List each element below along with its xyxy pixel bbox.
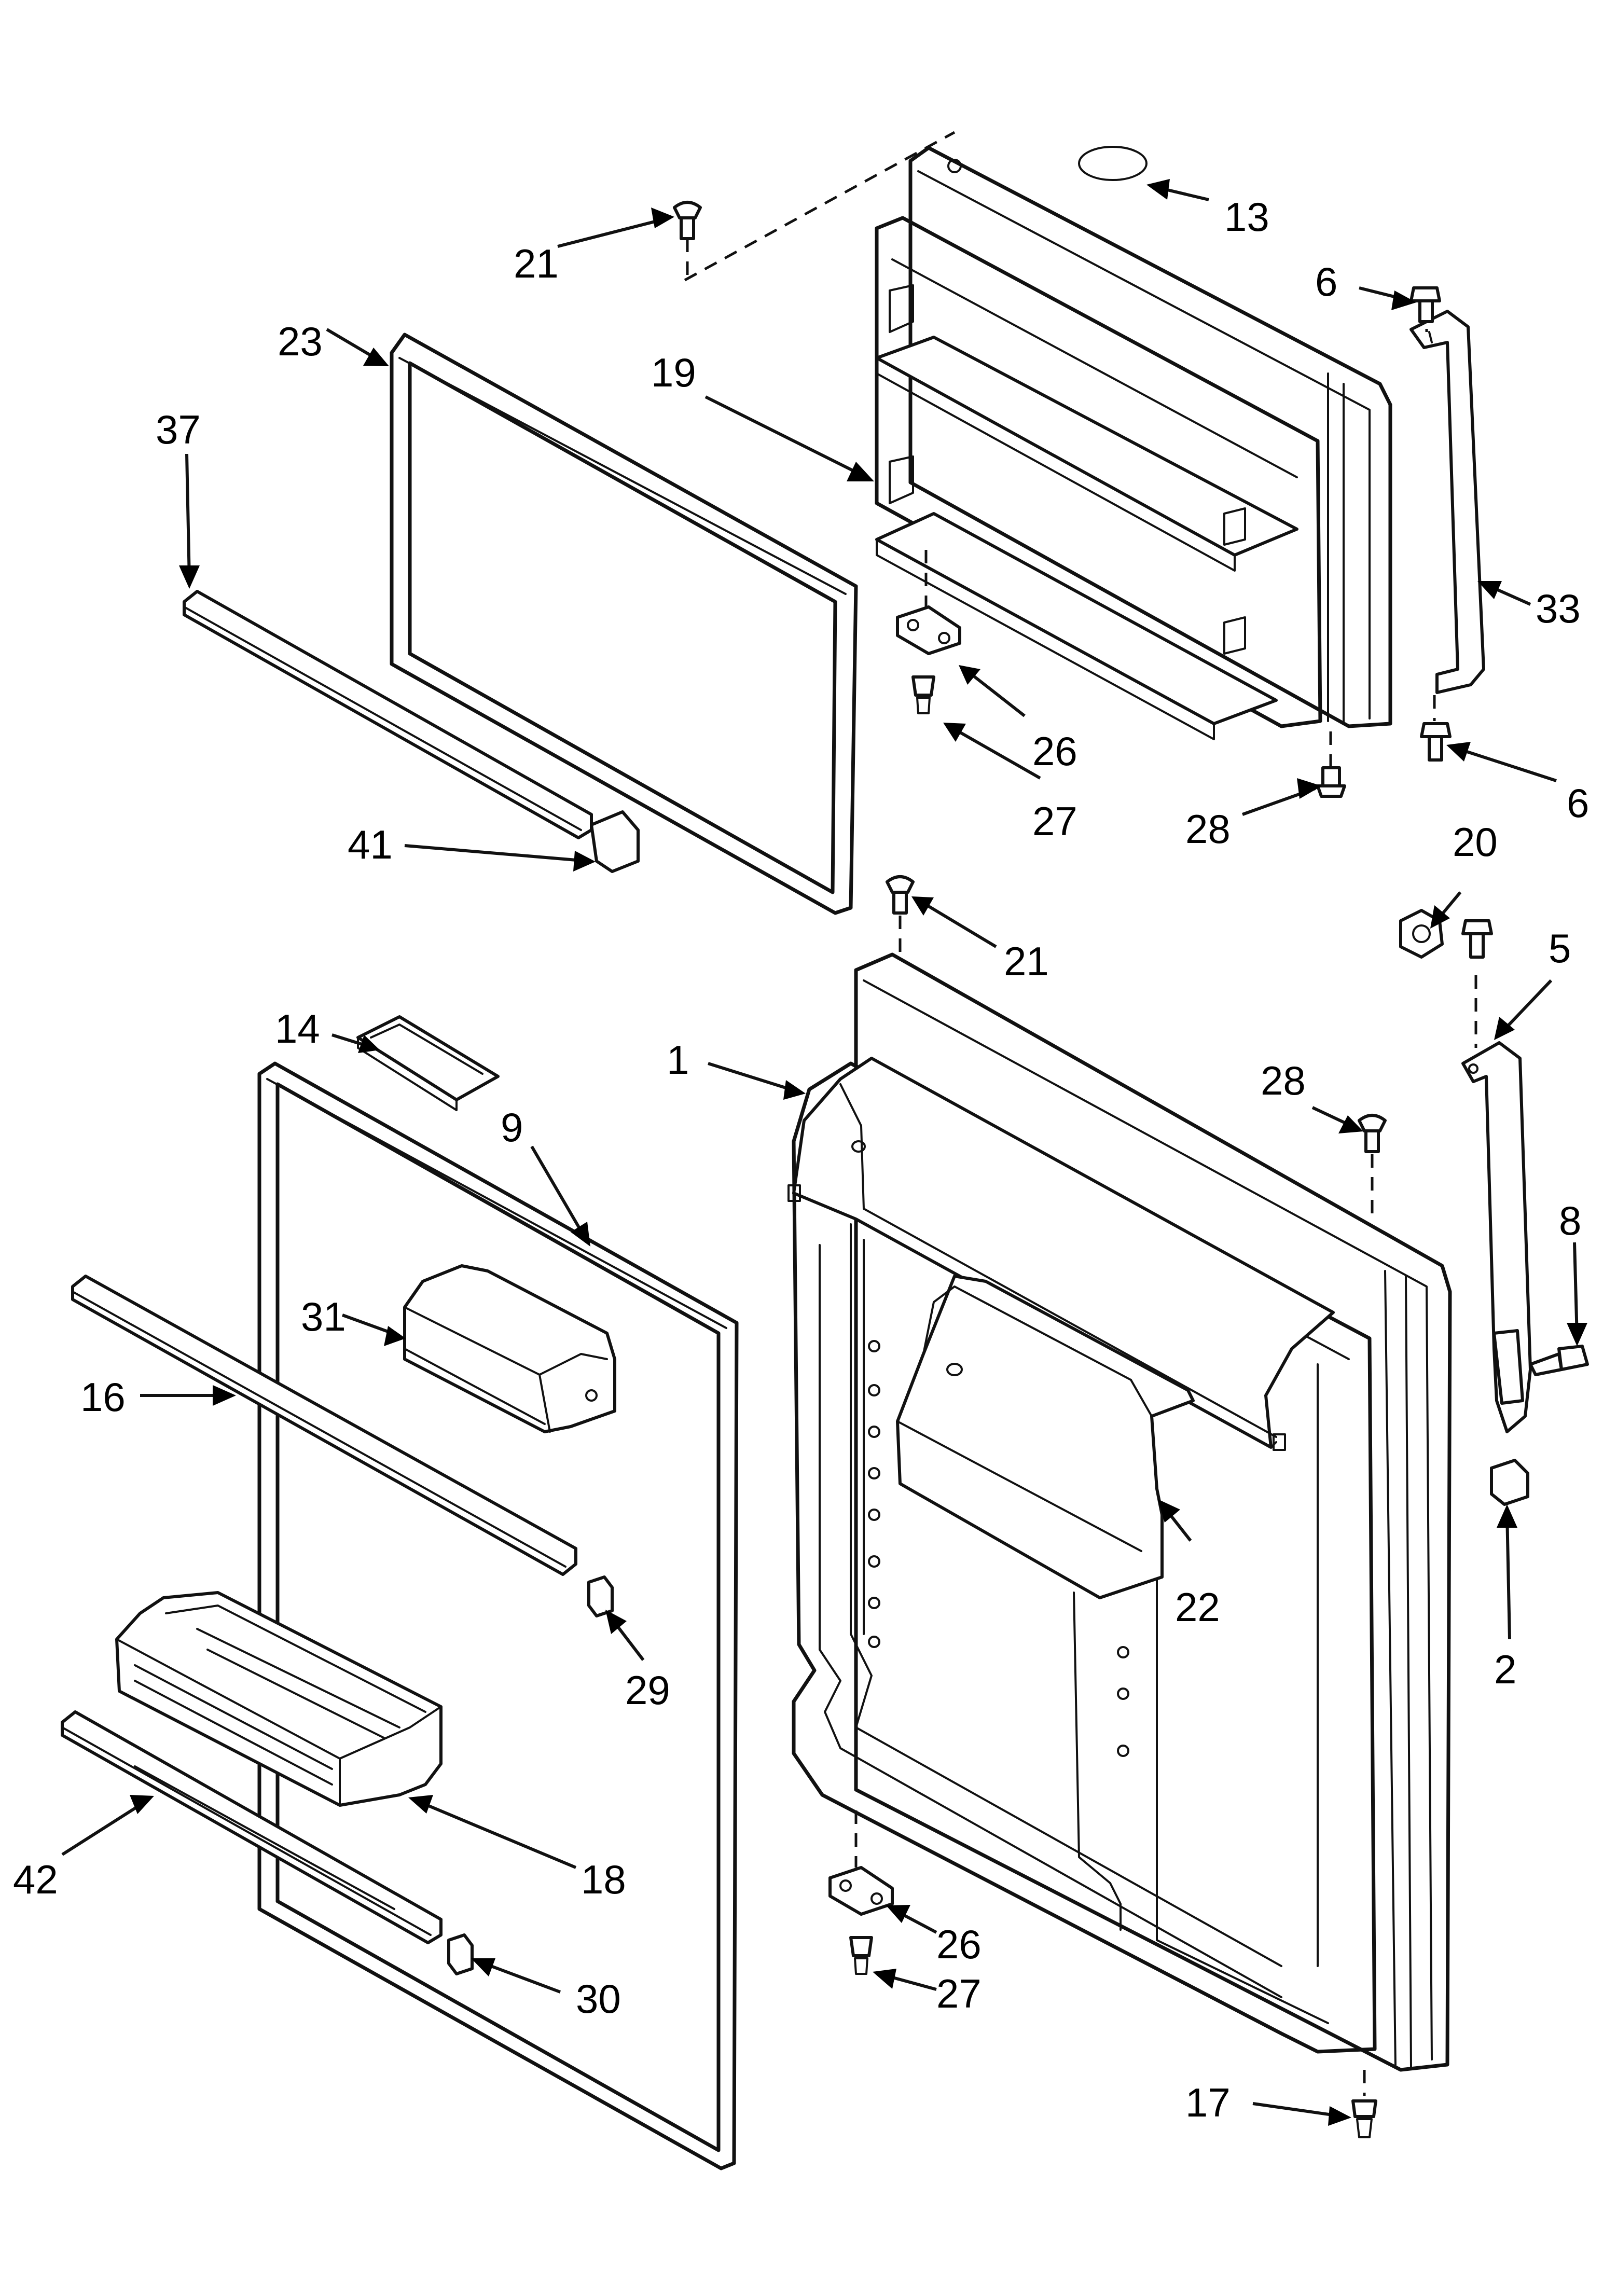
screw-6-lower [1461,919,1493,1048]
freezer-handle-33 [1409,306,1485,721]
shelf-peg-holes-center [1117,1646,1129,1757]
callout-19: 19 [651,350,696,395]
leader-arrowheads [130,179,1587,2126]
freezer-gasket-23 [390,333,858,915]
callout-41: 41 [348,822,393,867]
screw-8 [1529,1345,1589,1376]
callout-22: 22 [1175,1584,1220,1630]
callout-42: 42 [13,1857,58,1902]
trim-strip-42 [61,1710,443,1944]
callout-14: 14 [275,1006,320,1052]
callout-31: 31 [301,1294,346,1339]
shelf-peg-holes-left [868,1340,880,1648]
screw-17 [1351,2070,1377,2138]
freezer-door-assembly [875,146,1392,740]
callout-30: 30 [576,1976,621,2022]
hinge-26-bottom [828,1810,894,1916]
screw-21-top [673,201,702,240]
hinge-26-top [896,550,961,655]
callout-6-top: 6 [1315,259,1337,305]
callout-27-bottom: 27 [936,1971,982,2016]
callout-2: 2 [1494,1647,1516,1692]
callout-5: 5 [1549,925,1571,971]
screw-27-bottom [849,1936,873,1975]
plug-13 [1078,146,1148,181]
fresh-food-door-assembly [787,952,1452,2072]
screw-6-middle [1420,722,1452,762]
screw-6-top [1409,286,1441,323]
callout-9: 9 [501,1104,523,1150]
cover-14 [356,1015,500,1111]
trim-strip-16 [71,1275,577,1576]
callout-37: 37 [156,407,201,452]
clip-41 [590,810,640,873]
callout-6-middle: 6 [1567,780,1589,826]
callout-8: 8 [1559,1198,1581,1243]
screw-21-middle [886,875,915,960]
callout-13: 13 [1224,194,1269,240]
clip-30 [447,1933,474,1975]
callout-18: 18 [581,1857,626,1902]
dairy-compartment-31 [403,1264,616,1433]
callout-16: 16 [80,1374,126,1420]
screw-28-middle [1358,1114,1387,1219]
screw-27-top [911,675,935,714]
trim-strip-37 [183,590,593,839]
callout-26-top: 26 [1032,728,1077,774]
callout-20: 20 [1453,819,1498,865]
callout-21-top: 21 [514,241,559,286]
callout-27-top: 27 [1032,798,1077,844]
callout-26-bottom: 26 [936,1921,982,1967]
screw-28-top [1316,731,1346,798]
door-bin-18 [115,1591,443,1807]
callout-1: 1 [667,1037,689,1083]
callout-28-middle: 28 [1261,1058,1306,1103]
callout-labels: 21 13 6 23 37 19 33 26 27 28 6 41 20 21 … [13,194,1589,2125]
callout-29: 29 [625,1667,670,1713]
door-gasket-9 [257,1061,739,2170]
callout-23: 23 [278,319,323,364]
clip-29 [587,1575,614,1617]
callout-21-middle: 21 [1004,938,1049,984]
callout-28-top: 28 [1185,806,1231,852]
callout-17: 17 [1185,2080,1231,2125]
refrigerator-handle-5 [1461,1041,1532,1433]
clip-2 [1490,1459,1529,1506]
callout-33: 33 [1536,586,1581,631]
